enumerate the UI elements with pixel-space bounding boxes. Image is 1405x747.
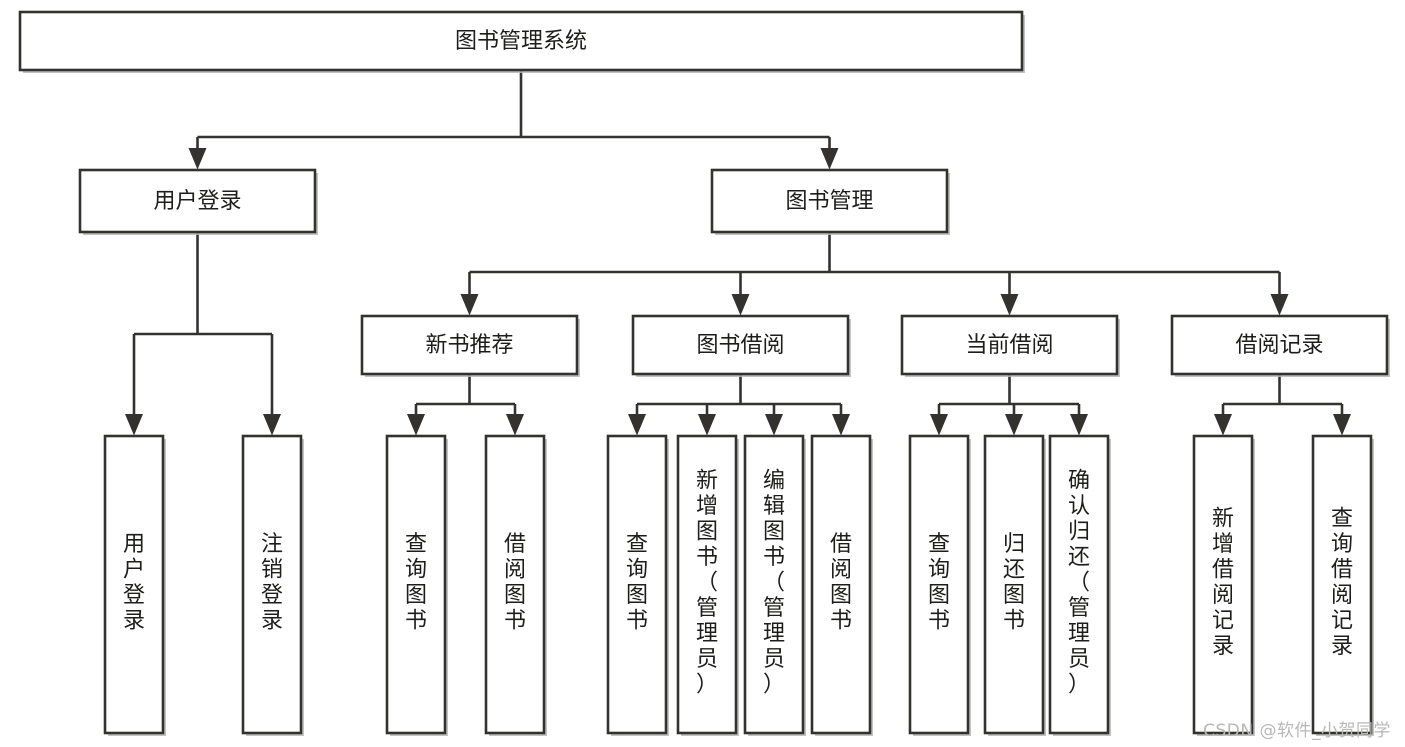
arrow-head-icon	[1005, 414, 1023, 436]
node-leaf-user-logout[interactable]: 注销登录	[241, 434, 304, 736]
node-leaf-borrow-edit-book[interactable]: 编辑图书（管理员）	[743, 434, 806, 736]
connector-group-user-login	[125, 232, 281, 436]
connector-group-borrow-record	[1214, 374, 1351, 436]
arrow-head-icon	[832, 414, 850, 436]
node-box[interactable]	[606, 434, 668, 735]
node-leaf-cur-confirm-return[interactable]: 确认归还（管理员）	[1048, 434, 1111, 736]
connector-group-book-borrow	[628, 374, 850, 436]
arrow-head-icon	[1070, 414, 1088, 436]
connector-group-new-book-rec	[407, 374, 524, 436]
node-book-borrow[interactable]: 图书借阅	[631, 314, 851, 377]
arrow-head-icon	[506, 414, 524, 436]
arrow-head-icon	[1333, 414, 1351, 436]
node-leaf-rec-query-record[interactable]: 查询借阅记录	[1311, 434, 1374, 736]
node-box[interactable]	[103, 434, 165, 735]
node-box[interactable]	[743, 434, 805, 735]
node-borrow-record[interactable]: 借阅记录	[1170, 314, 1390, 377]
node-box[interactable]	[1192, 434, 1254, 735]
node-box[interactable]	[18, 10, 1024, 72]
node-label: 当前借阅	[965, 333, 1053, 358]
node-label: 查询图书	[405, 532, 427, 634]
arrow-head-icon	[628, 414, 646, 436]
connector-group-book-manage	[460, 232, 1289, 316]
node-leaf-cur-query-book[interactable]: 查询图书	[908, 434, 971, 736]
arrow-head-icon	[188, 148, 207, 170]
arrow-head-icon	[930, 414, 948, 436]
node-label: 图书管理系统	[455, 29, 587, 54]
node-label: 用户登录	[153, 189, 241, 214]
node-label: 编辑图书（管理员）	[763, 468, 785, 697]
arrow-head-icon	[1214, 414, 1232, 436]
connector-group-current-borrow	[930, 374, 1088, 436]
node-user-login[interactable]: 用户登录	[78, 168, 318, 235]
node-label: 图书管理	[785, 189, 873, 214]
node-box[interactable]	[484, 434, 546, 735]
node-box[interactable]	[810, 434, 872, 735]
node-root[interactable]: 图书管理系统	[18, 10, 1025, 73]
node-leaf-rec-borrow-book[interactable]: 借阅图书	[484, 434, 547, 736]
node-new-book-rec[interactable]: 新书推荐	[360, 314, 580, 377]
node-layer: 图书管理系统用户登录图书管理新书推荐图书借阅当前借阅借阅记录用户登录注销登录查询…	[18, 10, 1390, 736]
node-box[interactable]	[241, 434, 303, 735]
node-label: 新增借阅记录	[1212, 507, 1234, 660]
node-box[interactable]	[710, 168, 949, 234]
node-label: 确认归还（管理员）	[1068, 468, 1090, 697]
node-box[interactable]	[908, 434, 970, 735]
arrow-head-icon	[1000, 294, 1019, 316]
node-label: 图书借阅	[696, 333, 784, 358]
node-label: 借阅记录	[1235, 333, 1323, 358]
node-label: 新书推荐	[425, 333, 513, 358]
arrow-head-icon	[460, 294, 479, 316]
node-label: 查询借阅记录	[1331, 507, 1353, 660]
node-label: 归还图书	[1003, 532, 1025, 634]
node-label: 借阅图书	[504, 532, 526, 634]
arrow-head-icon	[698, 414, 716, 436]
node-box[interactable]	[360, 314, 579, 376]
arrow-head-icon	[407, 414, 425, 436]
node-leaf-user-login[interactable]: 用户登录	[103, 434, 166, 736]
node-label: 新增图书（管理员）	[696, 468, 718, 697]
node-leaf-borrow-query-book[interactable]: 查询图书	[606, 434, 669, 736]
node-box[interactable]	[1170, 314, 1389, 376]
node-leaf-rec-query-book[interactable]: 查询图书	[385, 434, 448, 736]
connector-layer	[125, 70, 1351, 436]
connector-group-root	[188, 70, 839, 170]
node-leaf-cur-return-book[interactable]: 归还图书	[983, 434, 1046, 736]
node-leaf-borrow-borrow-book[interactable]: 借阅图书	[810, 434, 873, 736]
arrow-head-icon	[1270, 294, 1289, 316]
node-box[interactable]	[983, 434, 1045, 735]
arrow-head-icon	[263, 414, 281, 436]
node-label: 查询图书	[626, 532, 648, 634]
arrow-head-icon	[820, 148, 839, 170]
arrow-head-icon	[125, 414, 143, 436]
node-box[interactable]	[78, 168, 317, 234]
node-current-borrow[interactable]: 当前借阅	[900, 314, 1120, 377]
node-leaf-rec-add-record[interactable]: 新增借阅记录	[1192, 434, 1255, 736]
node-label: 注销登录	[261, 532, 283, 634]
node-book-manage[interactable]: 图书管理	[710, 168, 950, 235]
node-leaf-borrow-add-book[interactable]: 新增图书（管理员）	[676, 434, 739, 736]
node-box[interactable]	[631, 314, 850, 376]
node-label: 查询图书	[928, 532, 950, 634]
arrow-head-icon	[765, 414, 783, 436]
node-box[interactable]	[1311, 434, 1373, 735]
node-label: 借阅图书	[830, 532, 852, 634]
node-label: 用户登录	[123, 532, 145, 634]
node-box[interactable]	[900, 314, 1119, 376]
arrow-head-icon	[731, 294, 750, 316]
node-box[interactable]	[1048, 434, 1110, 735]
node-box[interactable]	[676, 434, 738, 735]
node-box[interactable]	[385, 434, 447, 735]
